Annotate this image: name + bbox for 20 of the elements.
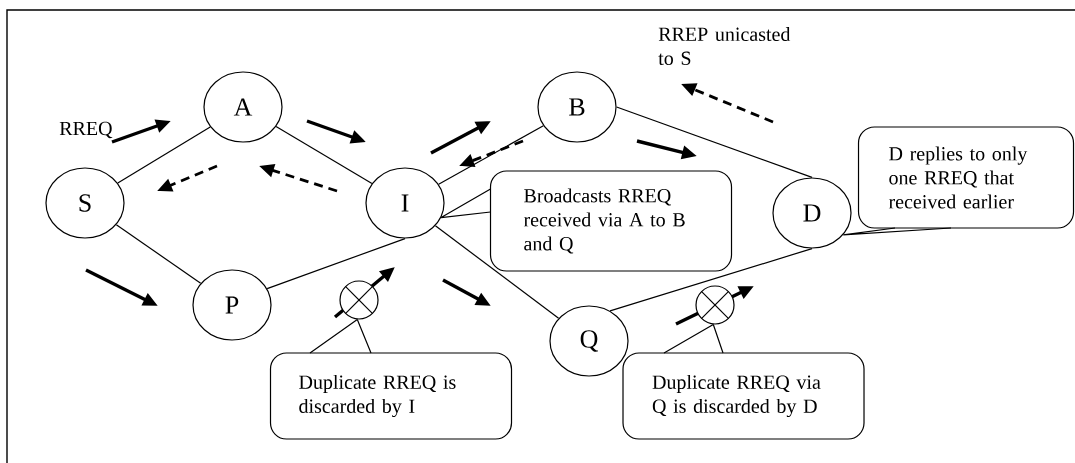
text-label: RREQ (59, 121, 113, 139)
leader-line (309, 318, 372, 354)
leader-line (842, 227, 952, 236)
link-line (275, 126, 373, 184)
leader-line (440, 188, 492, 219)
crossed-circle (695, 285, 735, 325)
link-line (115, 224, 202, 284)
callout-box: Duplicate RREQ via Q is discarded by D (622, 352, 865, 440)
link-line (266, 238, 406, 290)
leader-line (663, 323, 724, 354)
callout-box: Broadcasts RREQ received via A to B and Q (489, 170, 733, 272)
text-label: RREP unicasted to S (658, 26, 791, 66)
callout-box: D replies to only one RREQ that received earlier (857, 126, 1075, 229)
crossed-circle (339, 280, 379, 320)
link-line (609, 248, 813, 312)
link-line (616, 106, 813, 178)
callout-box: Duplicate RREQ is discarded by I (269, 352, 513, 440)
link-line (438, 125, 544, 185)
link-line (434, 225, 560, 319)
link-line (117, 126, 211, 184)
